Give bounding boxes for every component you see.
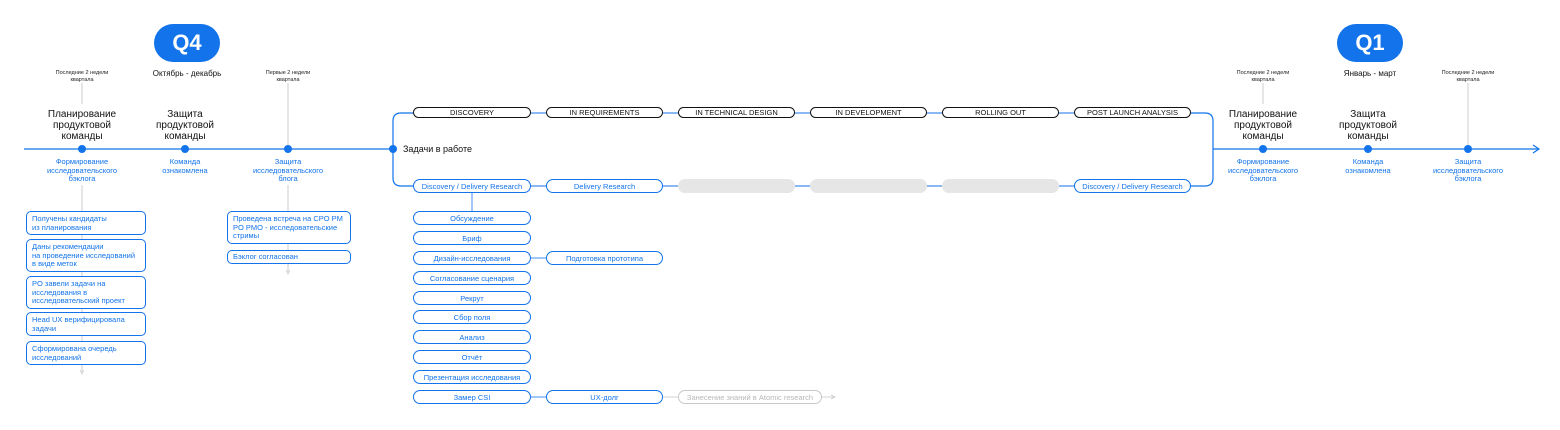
stage-in-development: IN DEVELOPMENT [810,107,927,118]
milestone-dot [181,145,189,153]
step-brief: Бриф [413,231,531,245]
research-discovery-delivery-post: Discovery / Delivery Research [1074,179,1191,193]
step-design-research: Дизайн-исследования [413,251,531,265]
card-po-tasks: PO завели задачи на исследования в иссле… [26,276,146,309]
step-fieldwork: Сбор поля [413,310,531,324]
stage-in-requirements: IN REQUIREMENTS [546,107,663,118]
research-delivery: Delivery Research [546,179,663,193]
research-discovery-delivery: Discovery / Delivery Research [413,179,531,193]
milestone-defense-title: Защита продуктовой команды [155,109,215,142]
milestone-dot [1364,145,1372,153]
card-backlog-approved: Бэклог согласован [227,250,351,264]
milestone-blog-label: Защита исследовательского блога [252,157,324,183]
step-discussion: Обсуждение [413,211,531,225]
milestone-dot [1259,145,1267,153]
card-recommendations: Даны рекомендации на проведение исследов… [26,239,146,272]
milestone-dot [1464,145,1472,153]
note-last-weeks: Последние 2 недели квартала [55,70,109,83]
stage-post-launch-analysis: POST LAUNCH ANALYSIS [1074,107,1191,118]
milestone-team-label-right: Команда ознакомлена [1345,157,1391,175]
q1-range: Январь - март [1343,69,1397,78]
milestone-team-label: Команда ознакомлена [162,157,208,175]
stage-in-technical-design: IN TECHNICAL DESIGN [678,107,795,118]
milestone-defense-title-right: Защита продуктовой команды [1338,109,1398,142]
step-scenario-approval: Согласование сценария [413,271,531,285]
milestone-backlog-defense-label-right: Защита исследовательского бэклога [1432,157,1504,183]
step-analysis: Анализ [413,330,531,344]
empty-slot [678,179,795,193]
note-first-weeks: Первые 2 недели квартала [265,70,311,83]
step-report: Отчёт [413,350,531,364]
note-last-weeks-right: Последние 2 недели квартала [1236,70,1290,83]
empty-slot [810,179,927,193]
step-csi: Замер CSI [413,390,531,404]
card-head-ux: Head UX верифицировала задачи [26,312,146,336]
milestone-backlog-label: Формирование исследовательского бэклога [46,157,118,183]
milestone-dot [78,145,86,153]
card-queue: Сформирована очередь исследований [26,341,146,365]
stage-rolling-out: ROLLING OUT [942,107,1059,118]
step-ux-debt: UX-долг [546,390,663,404]
step-atomic-research: Занесение знаний в Atomic research [678,390,822,404]
tasks-in-work-label: Задачи в работе [403,144,472,154]
q4-range: Октябрь - декабрь [152,69,222,78]
milestone-planning-title: Планирование продуктовой команды [47,109,117,142]
empty-slot [942,179,1059,193]
milestone-planning-title-right: Планирование продуктовой команды [1228,109,1298,142]
milestone-dot [389,145,397,153]
milestone-dot [284,145,292,153]
step-prototype: Подготовка прототипа [546,251,663,265]
note-last-weeks-right-2: Последние 2 недели квартала [1441,70,1495,83]
q1-badge: Q1 [1337,24,1403,62]
q4-badge: Q4 [154,24,220,62]
step-presentation: Презентация исследования [413,370,531,384]
milestone-backlog-label-right: Формирование исследовательского бэклога [1227,157,1299,183]
card-candidates: Получены кандидаты из планирования [26,211,146,235]
card-meeting: Проведена встреча на CPO PM PO PMO - исс… [227,211,351,244]
step-recruit: Рекрут [413,291,531,305]
stage-discovery: DISCOVERY [413,107,531,118]
